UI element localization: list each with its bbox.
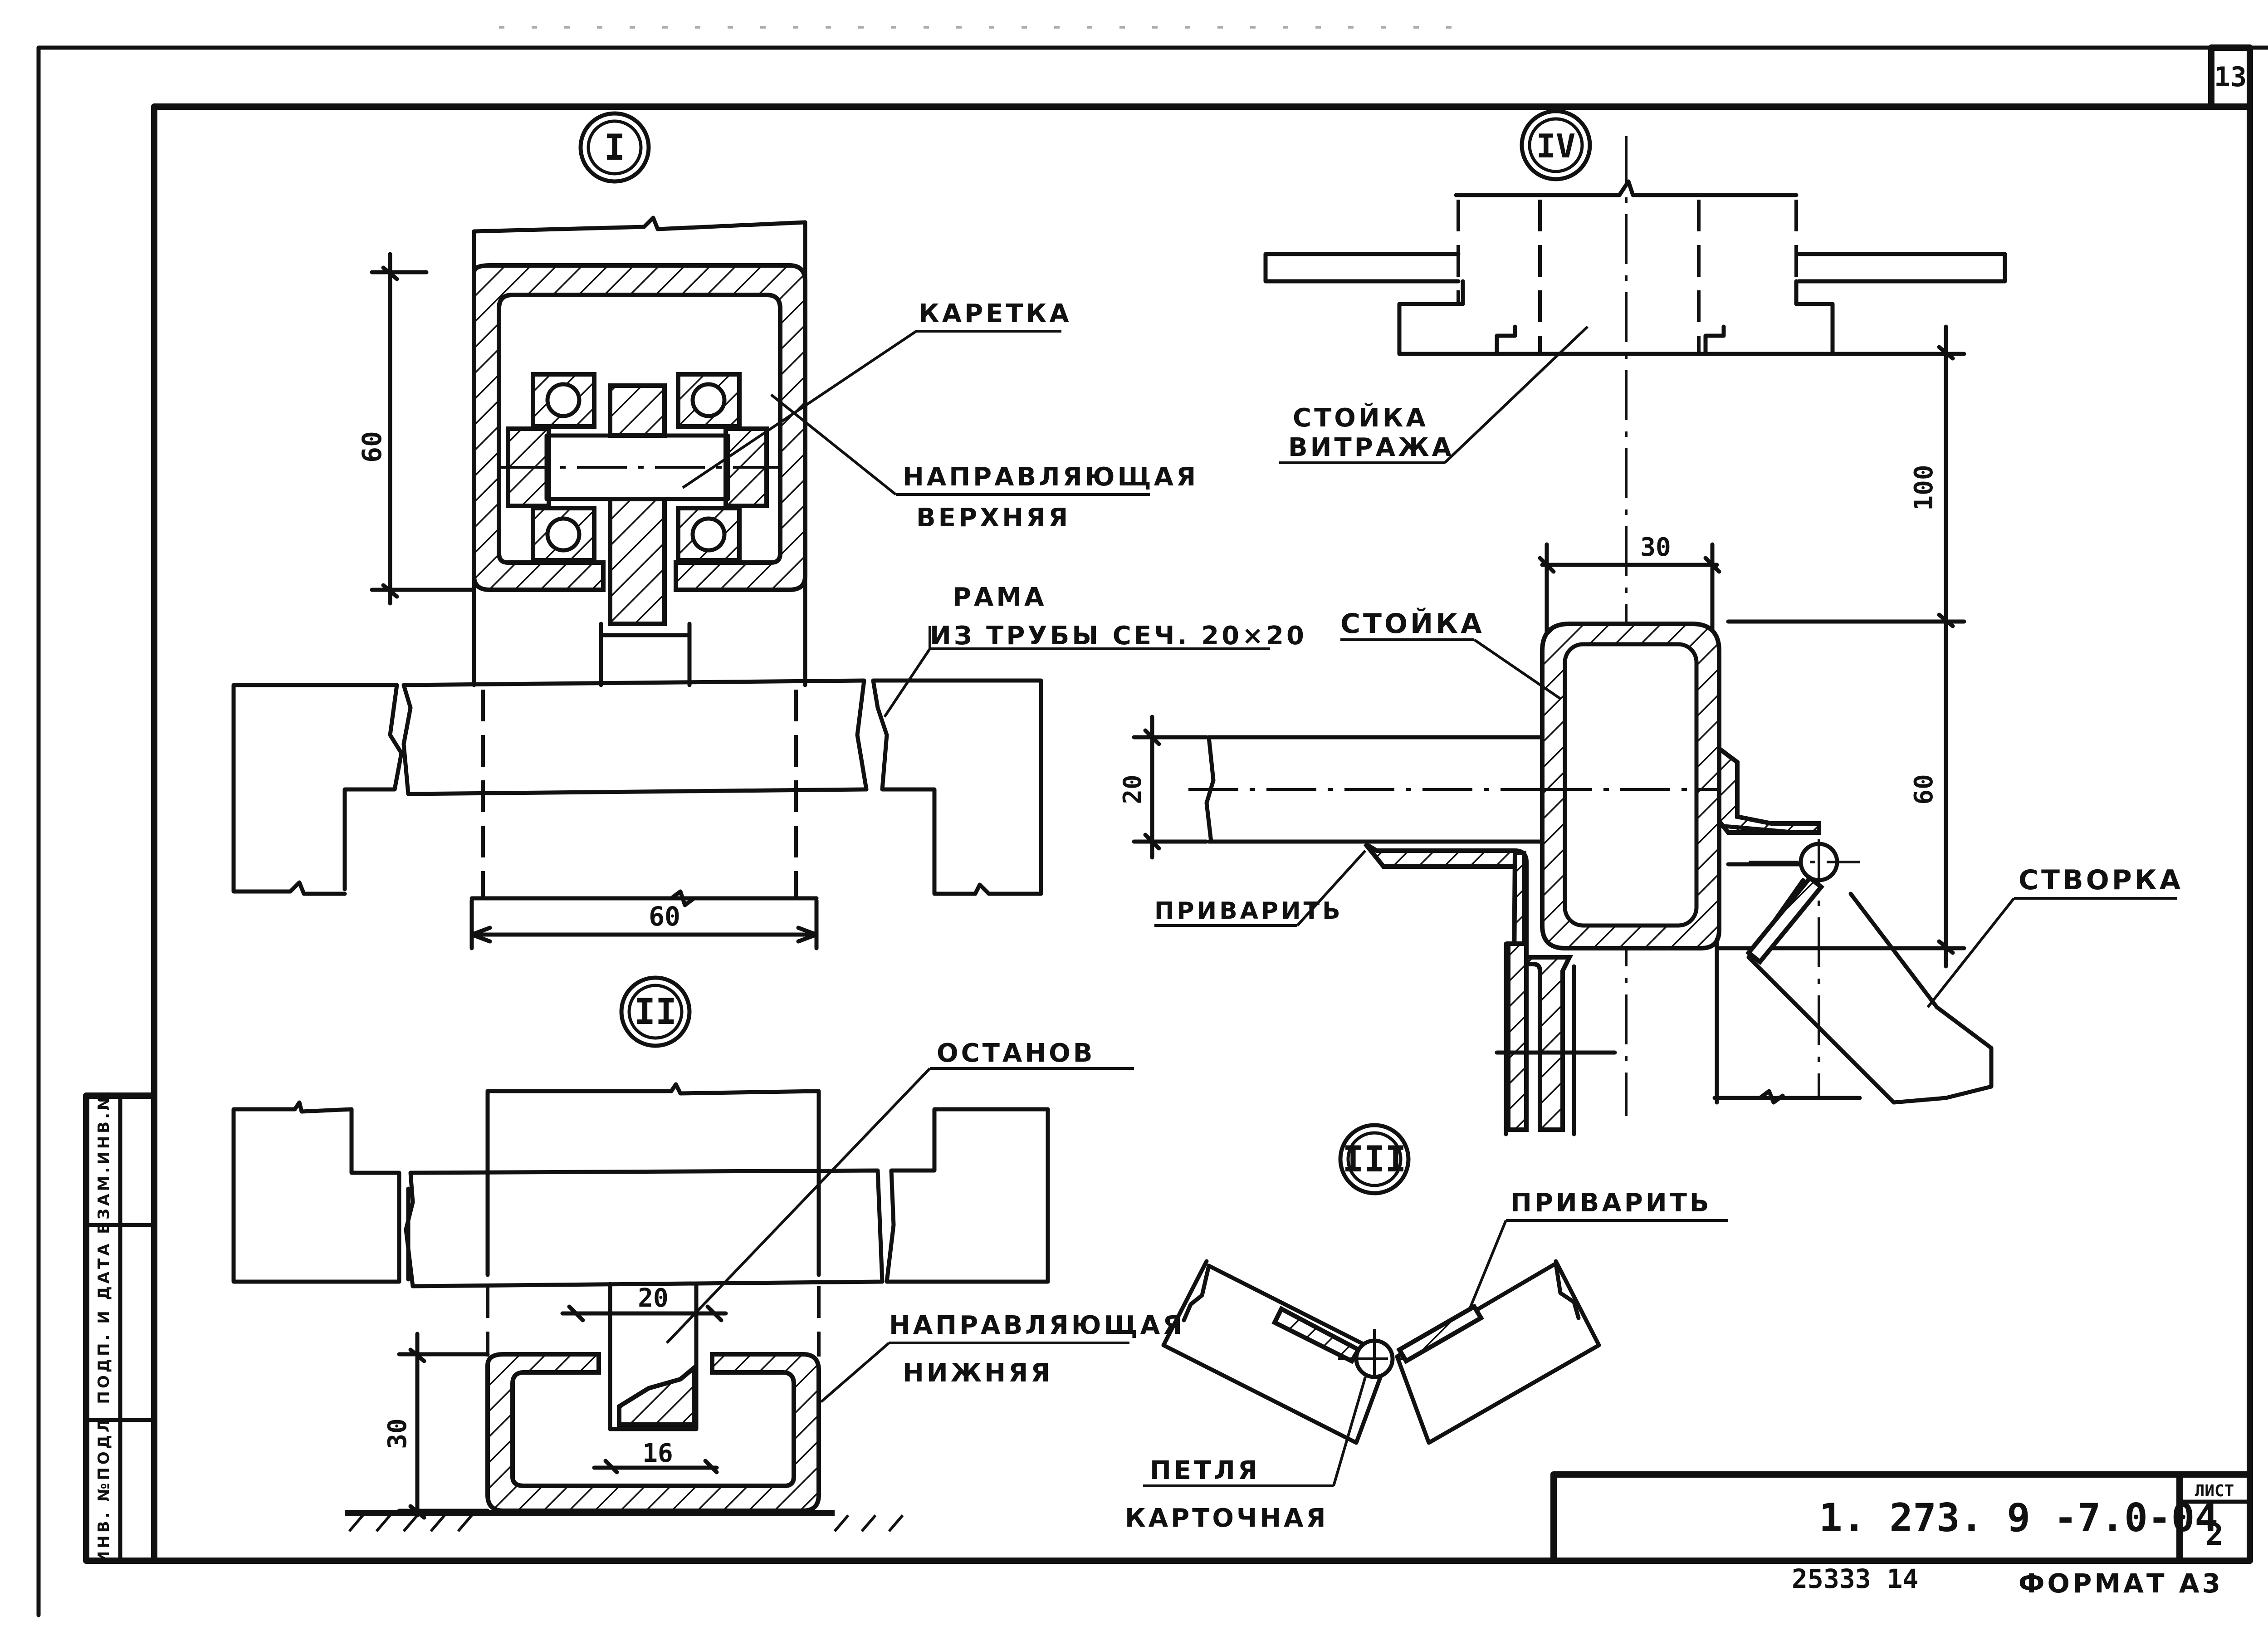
sheet-number: 2 (2205, 1517, 2224, 1552)
label-privarit-2: ПРИВАРИТЬ (1510, 1188, 1712, 1218)
title-block (1550, 1471, 2253, 1564)
view-3-number: III (1343, 1139, 1407, 1180)
format-label: ФОРМАТ А3 (2019, 1568, 2223, 1599)
label-napr-top-2: ВЕРХНЯЯ (916, 503, 1070, 533)
label-privarit-1: ПРИВАРИТЬ (1154, 897, 1343, 925)
page-number: 13 (2214, 61, 2247, 93)
label-rama-1: РАМА (953, 583, 1046, 612)
dim-view4-frame: 20 (1118, 774, 1147, 804)
view-2-leaders (665, 1067, 1134, 1403)
dim-view2-width: 20 (638, 1283, 668, 1313)
label-ostanov: ОСТАНОВ (937, 1038, 1095, 1068)
stamp-col3: ВЗАМ.ИНВ.№ (95, 1089, 113, 1234)
document-code: 1. 273. 9 -7.0-04 (1819, 1495, 2218, 1541)
dim-view2-height: 30 (383, 1418, 412, 1449)
view-3-hinge (1161, 1123, 1601, 1445)
view-1-marker (578, 111, 651, 184)
dim-view1-width: 60 (649, 901, 680, 932)
dim-view2-inner: 16 (642, 1439, 673, 1468)
side-stamp (83, 1092, 157, 1564)
stamp-col1: ИНВ. №ПОДЛ (95, 1417, 113, 1564)
inventory-number: 25333 14 (1792, 1563, 1918, 1594)
label-petlya-1: ПЕТЛЯ (1150, 1456, 1260, 1485)
label-stoyka-vitr-1: СТОЙКА (1293, 403, 1428, 433)
view-2-bottom-guide (231, 975, 1050, 1532)
view-1-leaders (682, 330, 1270, 718)
label-rama-2: ИЗ ТРУБЫ СЕЧ. 20×20 (930, 621, 1307, 651)
view-4-leaders (1154, 325, 2177, 1008)
dim-view4-lower: 60 (1909, 774, 1939, 804)
stamp-col2: ПОДП. И ДАТА (95, 1241, 113, 1404)
label-petlya-2: КАРТОЧНАЯ (1125, 1504, 1329, 1533)
label-stoyka: СТОЙКА (1340, 607, 1485, 640)
view-1-number: I (604, 127, 626, 168)
dim-view4-upper: 100 (1909, 465, 1939, 510)
page-number-box (2208, 44, 2253, 110)
dim-view1-height: 60 (357, 431, 387, 463)
label-karetka: КАРЕТКА (919, 299, 1072, 328)
label-stoyka-vitr-2: ВИТРАЖА (1288, 433, 1454, 462)
label-napr-bot-2: НИЖНЯЯ (903, 1358, 1053, 1388)
label-napr-bot-1: НАПРАВЛЯЮЩАЯ (889, 1311, 1185, 1340)
label-napr-top-1: НАПРАВЛЯЮЩАЯ (903, 462, 1198, 492)
view-3-leaders (1143, 1219, 1728, 1487)
sheet-frame (36, 44, 2268, 1617)
view-2-number: II (634, 992, 677, 1033)
view-4-number: IV (1536, 127, 1576, 165)
dim-view4-width: 30 (1640, 533, 1671, 562)
view-1-carriage (231, 216, 1043, 950)
label-stvorka: СТВОРКА (2019, 864, 2183, 896)
view-4-curtain-post (1132, 109, 2007, 1136)
sheet-label: ЛИСТ (2195, 1482, 2234, 1500)
